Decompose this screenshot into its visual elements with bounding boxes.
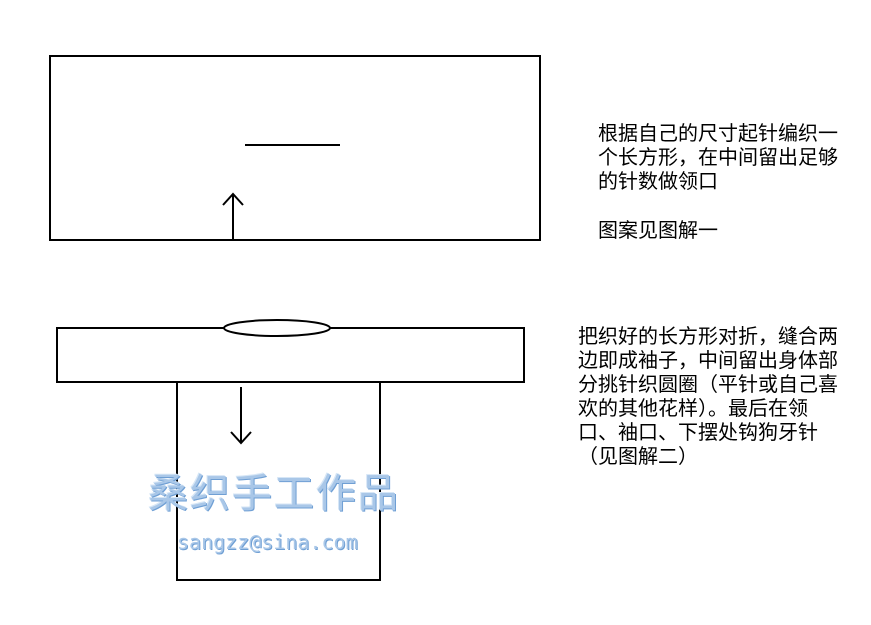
watermark-email: sangzz@sina.com bbox=[177, 530, 358, 554]
knitted-rectangle bbox=[49, 55, 541, 241]
down-arrow-icon bbox=[230, 387, 252, 445]
body-panel bbox=[176, 382, 381, 581]
neck-opening bbox=[223, 319, 331, 337]
watermark-title: 桑织手工作品 bbox=[148, 471, 400, 517]
step1-reference: 图案见图解一 bbox=[598, 218, 718, 242]
step2-instruction: 把织好的长方形对折，缝合两边即成袖子，中间留出身体部分挑针织圆圈（平针或自己喜欢… bbox=[578, 324, 838, 468]
step1-instruction: 根据自己的尺寸起针编织一个长方形，在中间留出足够的针数做领口 bbox=[598, 121, 838, 193]
folded-sleeves bbox=[56, 327, 525, 383]
up-arrow-icon bbox=[222, 192, 244, 240]
